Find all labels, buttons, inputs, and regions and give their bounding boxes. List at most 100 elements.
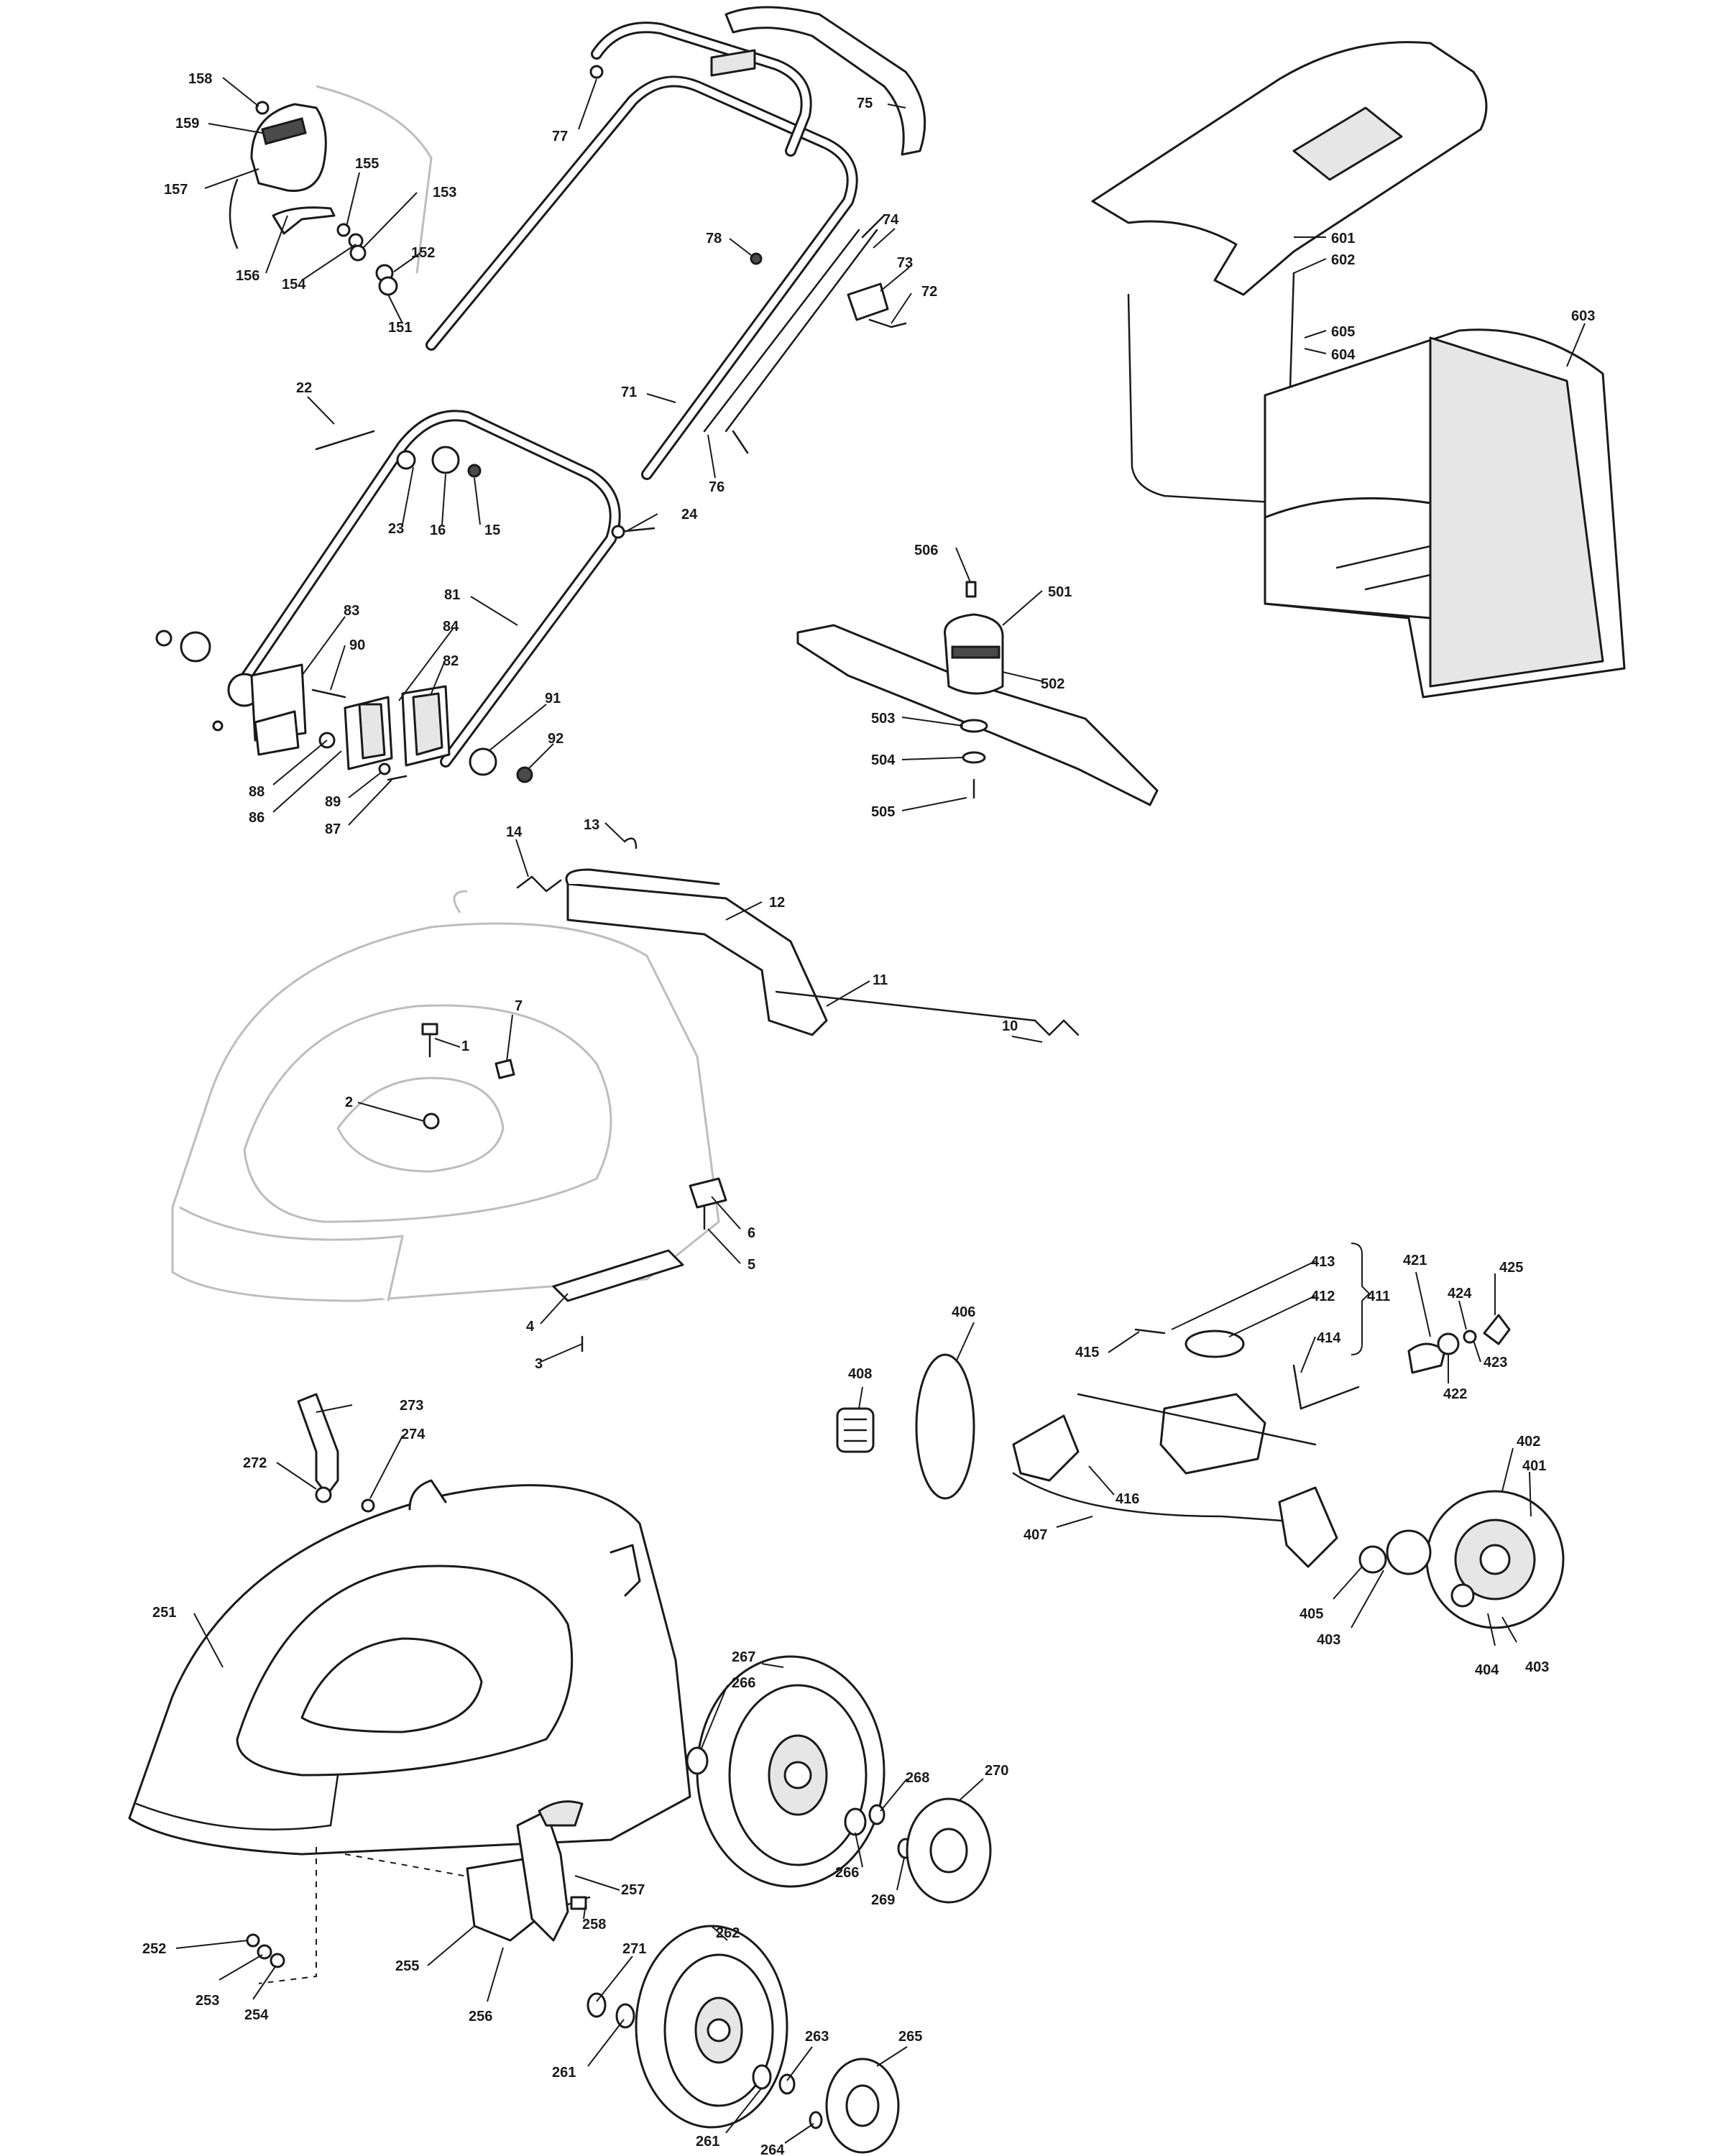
callout-78: 78 <box>706 231 722 247</box>
handle-mount-parts <box>155 430 656 783</box>
callout-82: 82 <box>443 653 459 669</box>
callout-2: 2 <box>345 1095 353 1110</box>
callout-416: 416 <box>1116 1491 1139 1507</box>
callout-603: 603 <box>1571 308 1595 324</box>
callout-256: 256 <box>469 2009 492 2024</box>
callout-503: 503 <box>871 711 895 727</box>
callout-604: 604 <box>1331 347 1356 363</box>
rear-wheel-upper <box>686 1655 992 1904</box>
callout-15: 15 <box>484 522 500 538</box>
callout-77: 77 <box>552 129 568 144</box>
throttle-lever <box>229 85 433 296</box>
callout-269: 269 <box>871 1892 895 1908</box>
callout-254: 254 <box>244 2007 269 2023</box>
callout-89: 89 <box>325 794 341 810</box>
callout-76: 76 <box>709 479 724 495</box>
callout-255: 255 <box>395 1958 419 1974</box>
callout-83: 83 <box>344 603 359 619</box>
rear-flap <box>516 837 1080 1036</box>
callout-257: 257 <box>621 1882 645 1898</box>
callout-71: 71 <box>621 384 637 400</box>
callout-402: 402 <box>1517 1434 1540 1450</box>
callout-16: 16 <box>430 522 446 538</box>
deck-outline <box>171 890 720 1302</box>
leader-lines <box>175 77 1586 2144</box>
blade-assembly <box>796 581 1159 806</box>
callout-415: 415 <box>1075 1345 1099 1360</box>
callout-88: 88 <box>249 784 264 800</box>
callout-75: 75 <box>857 96 873 111</box>
callout-272: 272 <box>243 1455 267 1471</box>
callout-408: 408 <box>848 1366 872 1382</box>
callout-23: 23 <box>388 521 404 537</box>
callout-425: 425 <box>1499 1260 1523 1276</box>
callout-156: 156 <box>236 268 259 284</box>
callout-151: 151 <box>388 320 412 336</box>
callout-502: 502 <box>1041 676 1064 692</box>
callout-271: 271 <box>622 1941 646 1957</box>
callout-154: 154 <box>282 277 306 292</box>
callout-92: 92 <box>548 731 564 747</box>
callout-405: 405 <box>1300 1606 1323 1622</box>
handle-hardware <box>750 252 907 328</box>
callout-1: 1 <box>461 1038 469 1054</box>
callout-423: 423 <box>1484 1355 1507 1370</box>
lower-handle <box>231 410 621 768</box>
callout-159: 159 <box>175 116 199 132</box>
callout-91: 91 <box>545 691 561 706</box>
callout-267: 267 <box>732 1649 755 1665</box>
callout-264: 264 <box>760 2142 785 2156</box>
callout-14: 14 <box>506 824 523 840</box>
callout-5: 5 <box>748 1257 755 1273</box>
callout-73: 73 <box>897 255 913 271</box>
callout-266a: 266 <box>732 1675 755 1691</box>
callout-84: 84 <box>443 619 459 635</box>
callout-414: 414 <box>1317 1330 1341 1346</box>
callout-253: 253 <box>196 1993 219 2009</box>
callout-74: 74 <box>883 212 899 228</box>
callout-261b: 261 <box>696 2134 719 2150</box>
callout-251: 251 <box>152 1605 176 1621</box>
callout-506: 506 <box>914 543 938 558</box>
main-deck <box>128 1479 691 1984</box>
callout-6: 6 <box>748 1225 755 1241</box>
callout-266b: 266 <box>835 1865 859 1881</box>
front-wheel-lower <box>586 1925 900 2154</box>
callout-270: 270 <box>985 1763 1008 1779</box>
callout-265: 265 <box>898 2029 922 2045</box>
callout-152: 152 <box>411 245 435 261</box>
callout-11: 11 <box>873 972 888 988</box>
callout-601: 601 <box>1331 231 1355 247</box>
callout-87: 87 <box>325 821 341 837</box>
callout-90: 90 <box>349 637 365 653</box>
callout-3: 3 <box>535 1356 543 1372</box>
callout-153: 153 <box>433 185 456 201</box>
callout-7: 7 <box>515 998 523 1014</box>
callout-158: 158 <box>188 71 212 87</box>
callout-262: 262 <box>716 1925 740 1941</box>
callout-labels: 158 159 157 155 153 156 154 152 151 77 7… <box>142 71 1595 2156</box>
callout-24: 24 <box>681 507 698 522</box>
callout-605: 605 <box>1331 324 1355 340</box>
callout-268: 268 <box>906 1770 929 1786</box>
grass-box <box>1091 41 1626 699</box>
callout-407: 407 <box>1024 1527 1047 1543</box>
callout-252: 252 <box>142 1941 166 1957</box>
callout-261a: 261 <box>552 2065 576 2081</box>
callout-602: 602 <box>1331 252 1355 268</box>
callout-72: 72 <box>921 284 937 300</box>
callout-413: 413 <box>1311 1254 1335 1270</box>
callout-403b: 403 <box>1525 1659 1549 1675</box>
callout-412: 412 <box>1311 1289 1335 1304</box>
upper-handle <box>426 6 926 480</box>
callout-406: 406 <box>952 1304 975 1320</box>
callout-403a: 403 <box>1317 1632 1340 1648</box>
callout-263: 263 <box>805 2029 829 2045</box>
callout-273: 273 <box>400 1398 423 1414</box>
callout-13: 13 <box>584 817 599 833</box>
callout-401: 401 <box>1522 1458 1546 1474</box>
callout-504: 504 <box>871 752 896 768</box>
callout-22: 22 <box>296 380 312 396</box>
callout-86: 86 <box>249 810 264 826</box>
